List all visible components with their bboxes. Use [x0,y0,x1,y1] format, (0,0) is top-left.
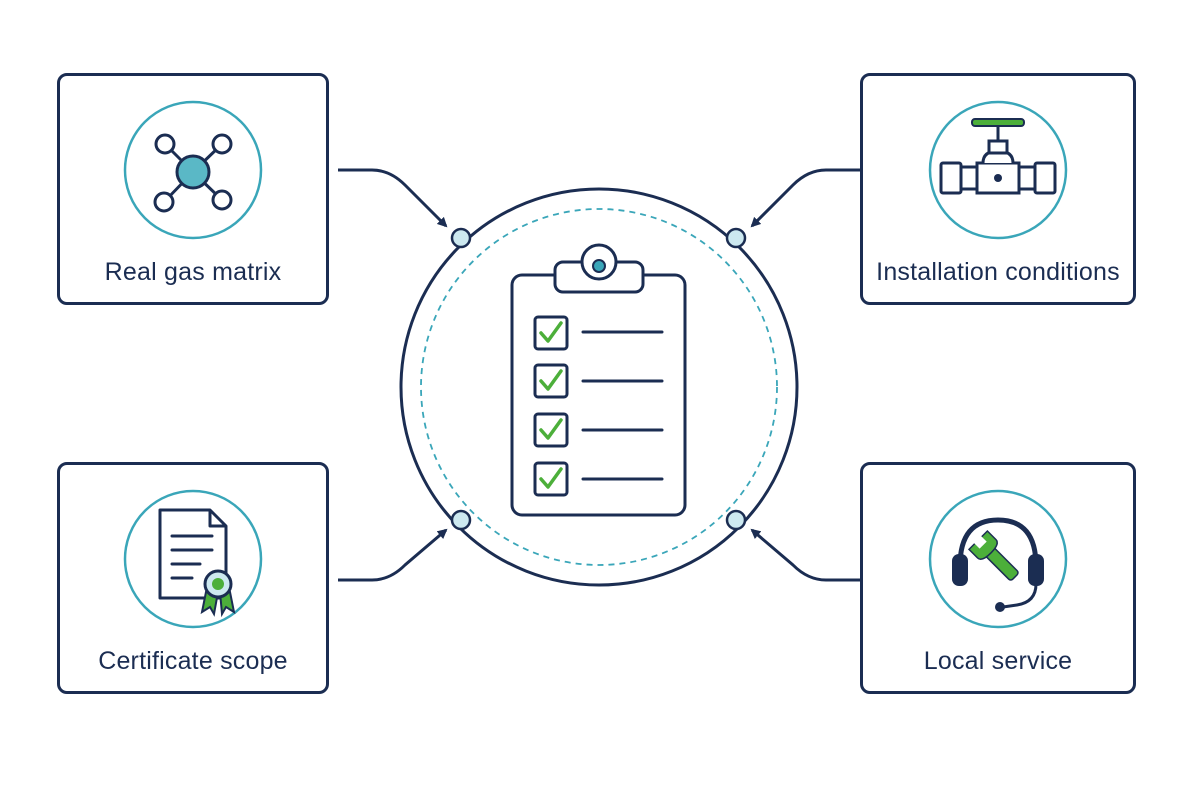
certificate-document-icon [123,489,263,629]
network-node-icon [123,100,263,240]
pipe-valve-icon [928,100,1068,240]
connector-top-left [338,168,448,228]
connector-bottom-left [338,528,448,582]
card-label: Local service [923,647,1073,675]
hub-port-top-right [725,227,747,249]
headset-wrench-icon [928,489,1068,629]
card-label: Certificate scope [98,647,288,675]
card-real-gas-matrix: Real gas matrix [57,73,329,305]
hub-port-top-left [450,227,472,249]
checklist-item [533,412,664,448]
card-installation-conditions: Installation conditions [860,73,1136,305]
card-label: Real gas matrix [104,258,282,286]
checklist-item [533,461,664,497]
connector-bottom-right [750,528,860,582]
card-label: Installation conditions [876,258,1120,286]
hub-port-bottom-left [450,509,472,531]
checklist-item [533,363,664,399]
checklist-item [533,315,664,351]
connector-top-right [750,168,860,228]
clipboard-checklist-icon [510,243,687,517]
card-certificate-scope: Certificate scope [57,462,329,694]
card-local-service: Local service [860,462,1136,694]
hub-port-bottom-right [725,509,747,531]
